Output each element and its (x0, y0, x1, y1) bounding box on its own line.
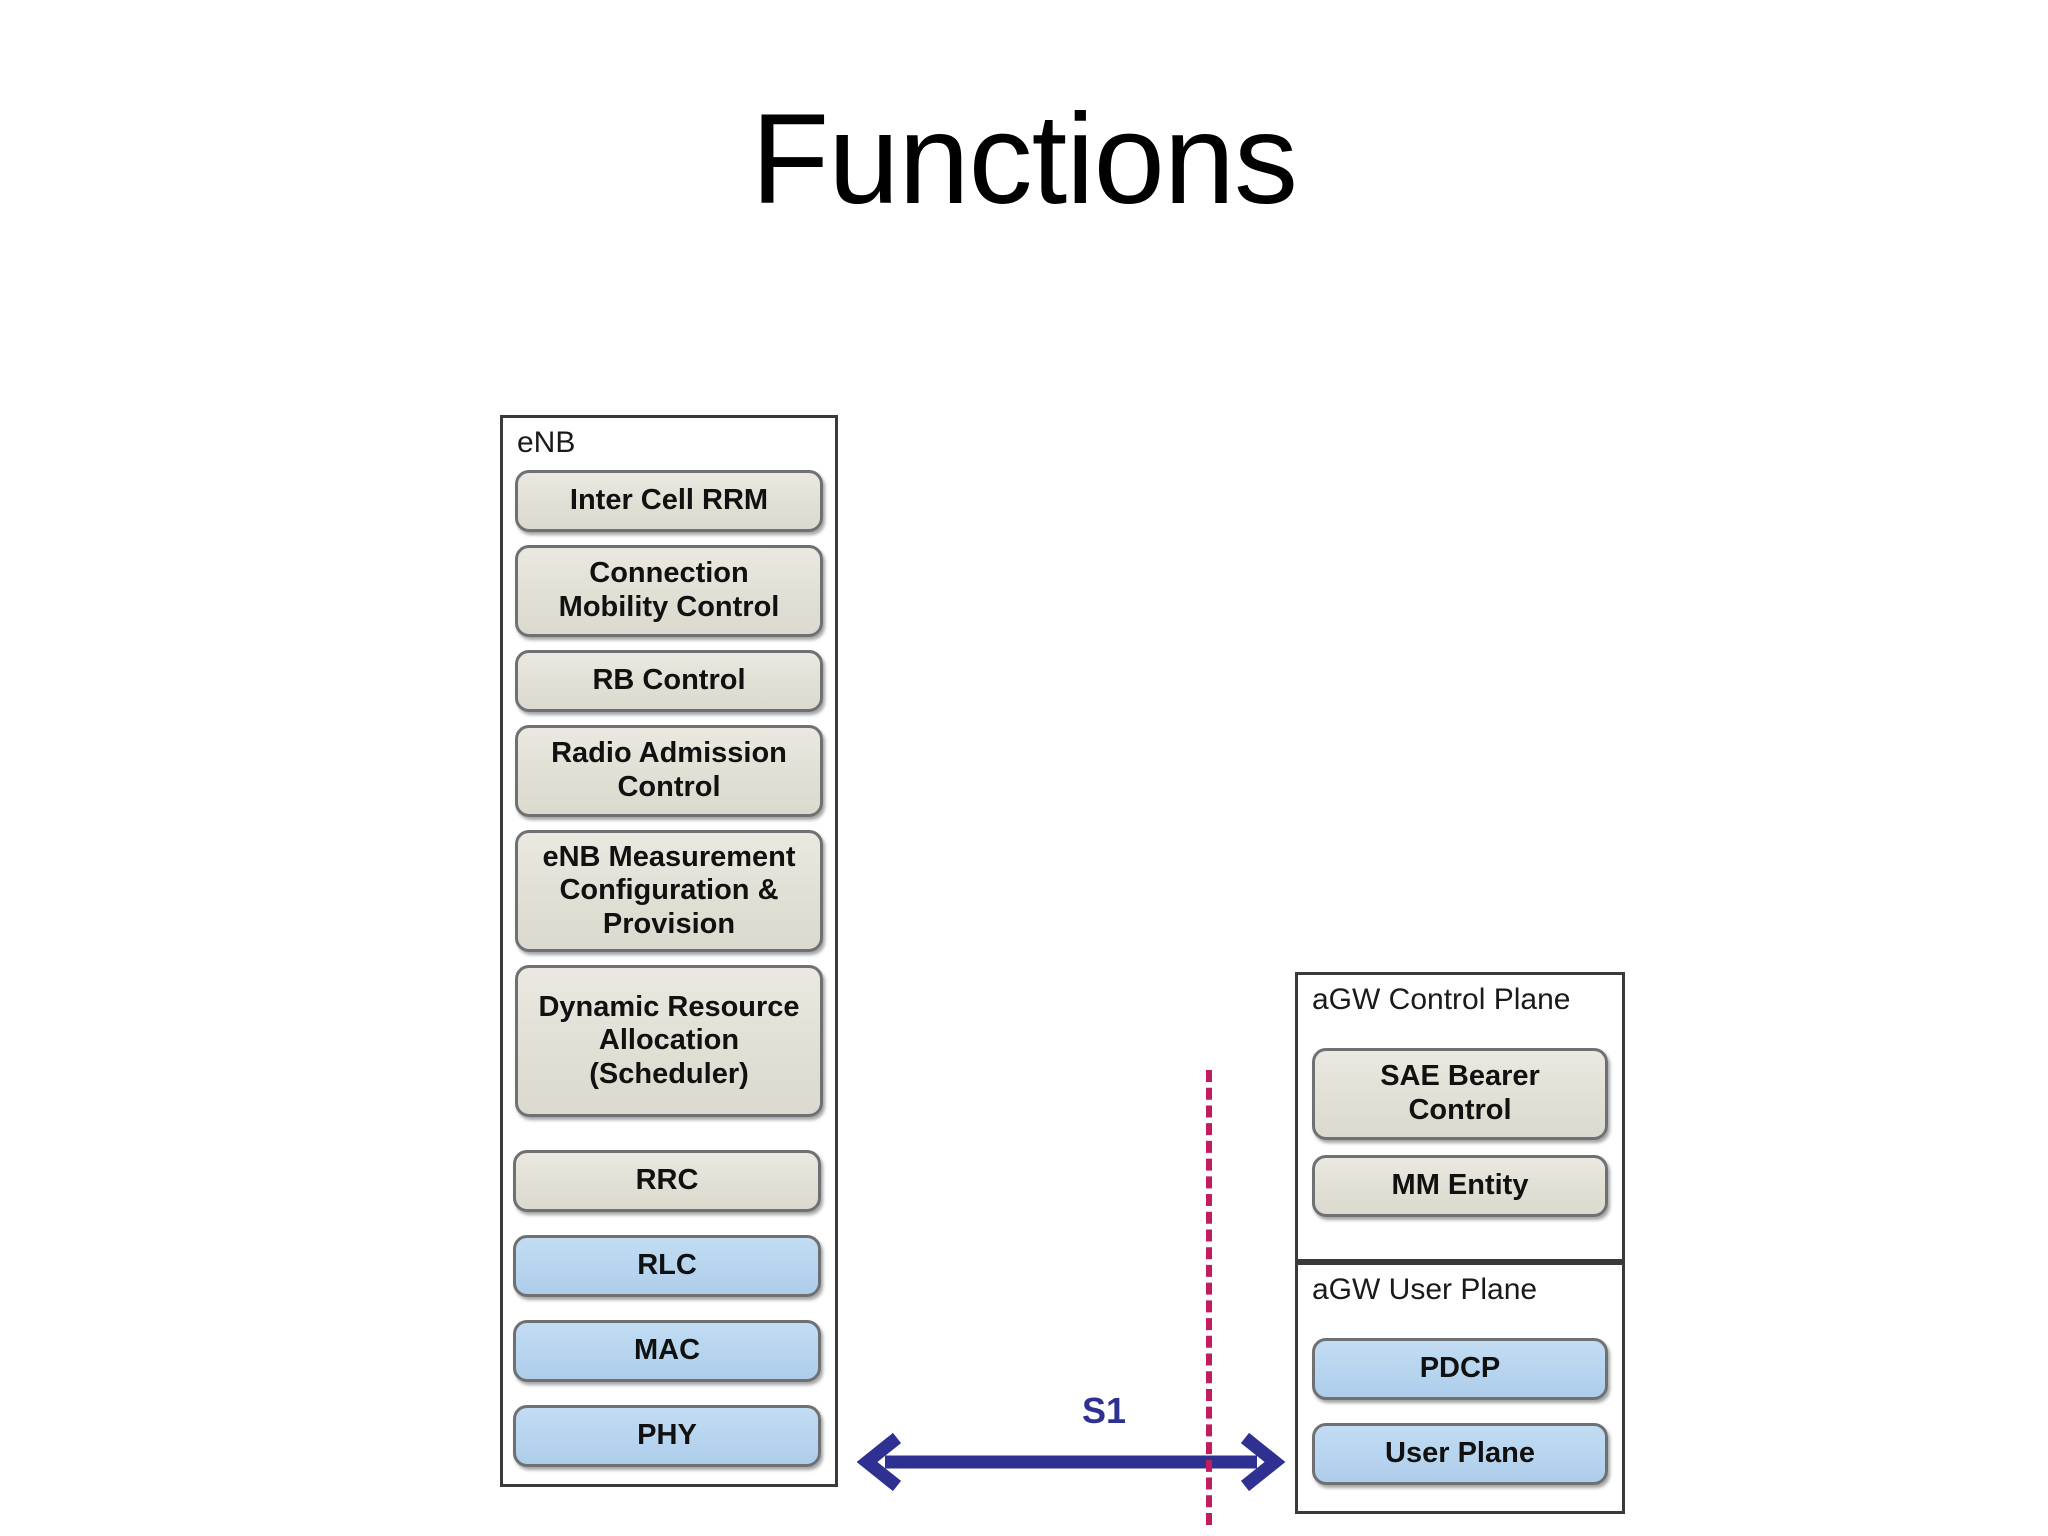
block-rrc[interactable]: RRC (513, 1150, 821, 1212)
page-title: Functions (751, 88, 1298, 231)
block-label-line: RRC (635, 1164, 699, 1197)
block-label-line: MAC (633, 1334, 701, 1367)
block-rb-control[interactable]: RB Control (515, 650, 823, 712)
block-mac[interactable]: MAC (513, 1320, 821, 1382)
block-mm-entity[interactable]: MM Entity (1312, 1155, 1608, 1217)
block-label-line: User Plane (1385, 1437, 1535, 1470)
s1-boundary-dashed-line (1206, 1070, 1212, 1525)
block-label-line: SAE Bearer (1380, 1060, 1540, 1093)
block-label-line: Configuration & (559, 874, 779, 907)
block-label-line: MM Entity (1391, 1169, 1529, 1202)
agw-user-plane-label: aGW User Plane (1312, 1273, 1538, 1306)
block-label-line: PDCP (1419, 1352, 1501, 1385)
block-label-line: Control (1408, 1094, 1512, 1126)
block-label-line: eNB Measurement (542, 840, 796, 873)
block-pdcp[interactable]: PDCP (1312, 1338, 1608, 1400)
block-label-line: RB Control (592, 664, 746, 697)
block-inter-cell-rrm[interactable]: Inter Cell RRM (515, 470, 823, 532)
block-label-line: Dynamic Resource (538, 990, 800, 1023)
block-label-line: Radio Admission (551, 737, 787, 770)
block-label-line: Provision (602, 907, 736, 940)
block-user-plane[interactable]: User Plane (1312, 1423, 1608, 1485)
block-phy[interactable]: PHY (513, 1405, 821, 1467)
block-label-line: Inter Cell RRM (569, 484, 769, 517)
block-label-line: Mobility Control (558, 591, 780, 623)
block-label-line: RLC (637, 1249, 697, 1282)
block-label-line: (Scheduler) (589, 1057, 749, 1090)
block-label-line: Allocation (598, 1024, 740, 1057)
block-rlc[interactable]: RLC (513, 1235, 821, 1297)
block-label-line: PHY (637, 1419, 697, 1452)
agw-control-plane-label: aGW Control Plane (1312, 983, 1571, 1016)
block-label-line: Control (617, 771, 721, 803)
s1-double-arrow-icon (856, 1432, 1286, 1492)
s1-interface-label: S1 (1082, 1390, 1127, 1431)
enb-panel-label: eNB (517, 426, 576, 459)
block-label-line: Connection (589, 557, 749, 590)
